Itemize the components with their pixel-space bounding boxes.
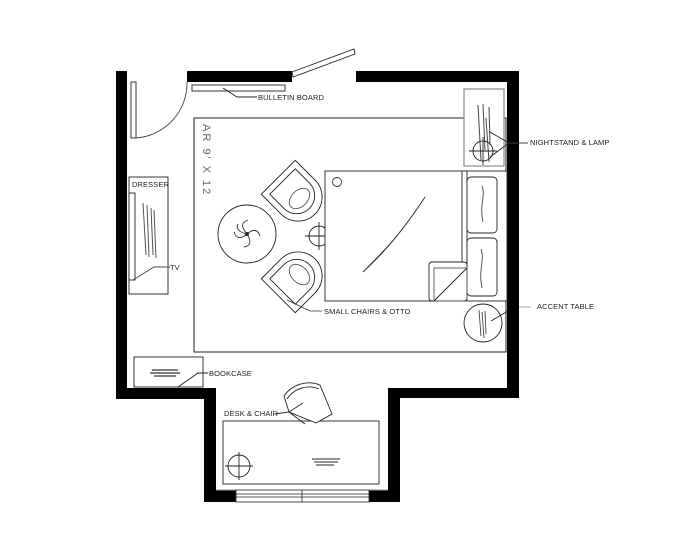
wall-top-left — [187, 71, 292, 82]
bulletin-board — [191, 84, 286, 98]
area-rug-label: AR 9' X 12 — [200, 124, 212, 197]
tv-label: TV — [170, 263, 180, 272]
dresser-label: DRESSER — [132, 180, 169, 189]
door-swing-arc — [135, 81, 188, 139]
chairs-leader — [286, 299, 322, 312]
accent-table-label: ACCENT TABLE — [537, 302, 595, 311]
chair-top — [260, 159, 323, 222]
bed — [324, 170, 508, 302]
bed-sheet-fold — [362, 196, 426, 273]
wall-step-right — [388, 388, 519, 398]
top-opening-leaf — [291, 48, 356, 78]
accent-table — [463, 303, 531, 343]
entry-door — [130, 81, 188, 139]
window-bottom — [235, 489, 370, 503]
wall-bottom-right — [369, 490, 400, 502]
nightstand — [463, 88, 528, 167]
wall-lower-right — [388, 388, 400, 502]
wall-left — [116, 71, 127, 388]
tv — [128, 192, 136, 281]
bookcase-label: BOOKCASE — [209, 369, 252, 378]
wall-step-left — [116, 388, 216, 399]
desk-chair — [274, 382, 333, 425]
wall-right — [507, 71, 519, 398]
dresser — [128, 176, 170, 295]
door-leaf — [130, 81, 137, 139]
bulletin-board-label: BULLETIN BOARD — [258, 93, 324, 102]
walls — [116, 71, 519, 502]
wall-top-right — [356, 71, 519, 82]
nightstand-lamp-label: NIGHTSTAND & LAMP — [530, 138, 610, 147]
desk — [222, 420, 380, 485]
ottoman — [217, 204, 277, 264]
chair-bottom — [260, 251, 323, 314]
wall-lower-left — [204, 388, 216, 502]
wall-bottom-left — [204, 490, 236, 502]
small-chairs-otto-label: SMALL CHAIRS & OTTO — [324, 307, 411, 316]
desk-chair-label: DESK & CHAIR — [224, 409, 279, 418]
bookcase — [133, 356, 208, 388]
